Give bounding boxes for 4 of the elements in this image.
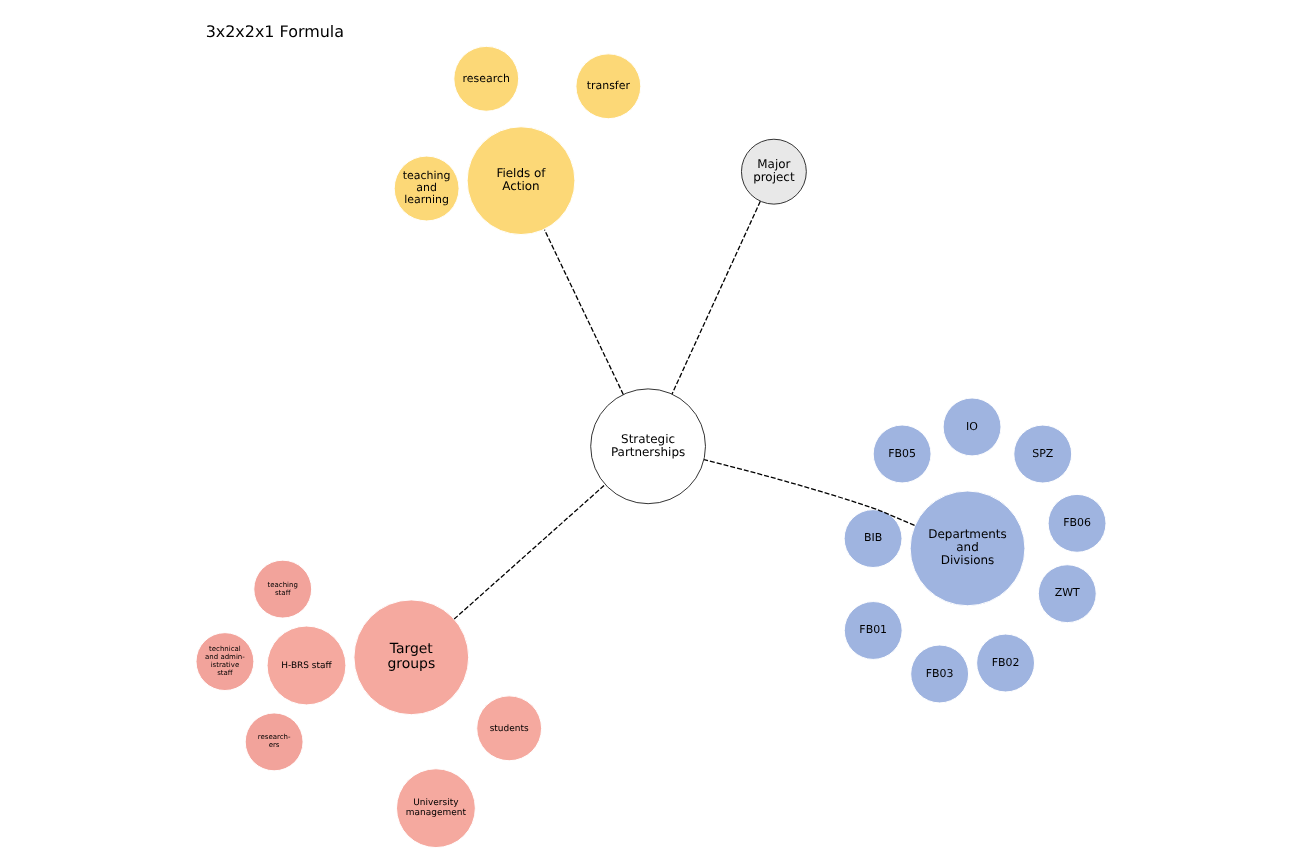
connector [453,483,606,620]
connector [543,229,624,396]
connector [671,200,761,395]
connector [703,459,916,526]
